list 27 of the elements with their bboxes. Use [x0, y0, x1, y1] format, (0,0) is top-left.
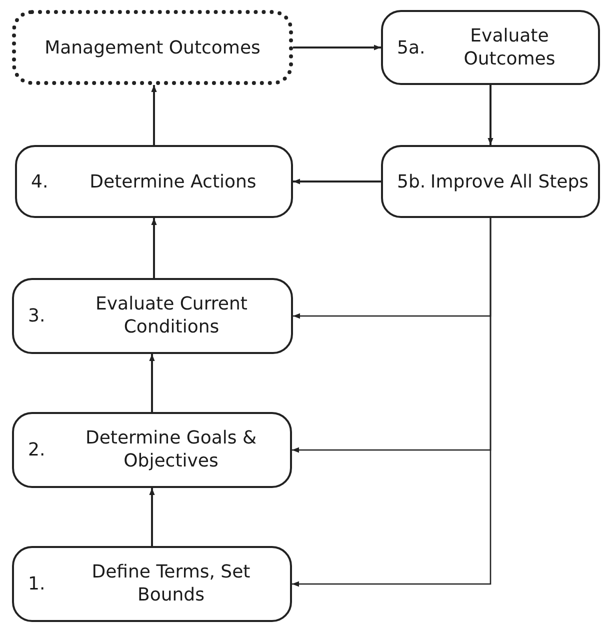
step-label: Evaluate Current Conditions — [94, 292, 248, 340]
step-number: 2. — [28, 440, 46, 460]
process-box — [12, 412, 292, 488]
arrow — [488, 85, 494, 145]
process-box — [12, 278, 293, 354]
step-number: 1. — [28, 574, 46, 594]
step-number: 4. — [31, 171, 48, 192]
step-label: Determine Goals & Objectives — [84, 426, 258, 474]
step-number: 3. — [28, 306, 46, 326]
arrow — [149, 488, 155, 546]
arrow — [293, 178, 381, 184]
step-label: Evaluate Outcomes — [462, 24, 556, 71]
step-label: Define Terms, Set Bounds — [90, 560, 252, 608]
step-label: Determine Actions — [88, 170, 258, 194]
arrow — [149, 354, 155, 412]
process-box — [15, 145, 293, 218]
process-box — [381, 145, 600, 218]
arrow — [151, 85, 157, 145]
process-box — [12, 546, 292, 622]
arrow — [292, 218, 492, 587]
arrow — [293, 44, 381, 50]
step-label: Management Outcomes — [44, 36, 262, 60]
step-number: 5b. — [397, 171, 426, 192]
arrow — [151, 218, 157, 278]
step-label: Improve All Steps — [429, 170, 590, 194]
step-number: 5a. — [397, 37, 426, 58]
process-box — [381, 10, 600, 85]
